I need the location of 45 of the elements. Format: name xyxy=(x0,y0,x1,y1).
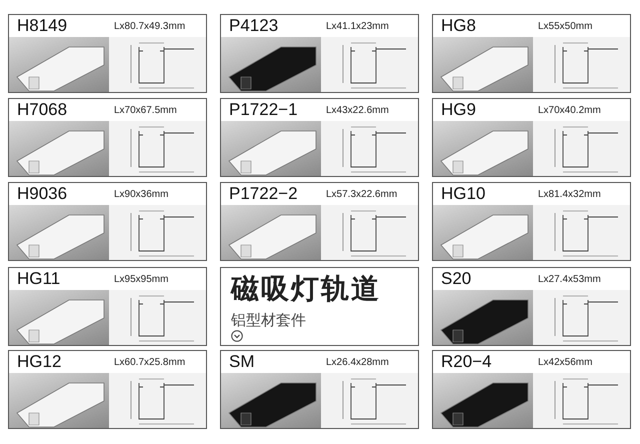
dimension-text: Lx70x67.5mm xyxy=(114,105,177,117)
product-card xyxy=(220,182,419,261)
product-card xyxy=(432,182,631,261)
model-code: HG8 xyxy=(441,16,476,36)
model-code: P4123 xyxy=(229,16,278,36)
product-card xyxy=(220,98,419,177)
title-text: 磁吸灯轨道 xyxy=(231,271,381,307)
product-card xyxy=(8,14,207,93)
model-code: H8149 xyxy=(17,16,68,36)
product-card xyxy=(432,98,631,177)
dimension-text: Lx55x50mm xyxy=(538,21,592,33)
model-code: P1722−1 xyxy=(229,100,298,120)
model-code: HG12 xyxy=(17,352,62,372)
product-card xyxy=(432,267,631,346)
model-code: P1722−2 xyxy=(229,184,298,204)
model-code: R20−4 xyxy=(441,352,492,372)
product-card xyxy=(8,98,207,177)
product-card xyxy=(432,14,631,93)
model-code: S20 xyxy=(441,269,472,289)
product-card xyxy=(8,350,207,429)
product-card xyxy=(8,182,207,261)
dimension-text: Lx43x22.6mm xyxy=(326,105,389,117)
dimension-text: Lx81.4x32mm xyxy=(538,189,601,201)
subtitle-text: 铝型材套件 xyxy=(231,311,306,330)
model-code: H9036 xyxy=(17,184,68,204)
dimension-text: Lx80.7x49.3mm xyxy=(114,21,186,33)
dimension-text: Lx42x56mm xyxy=(538,357,592,369)
title-card xyxy=(220,267,419,346)
dimension-text: Lx60.7x25.8mm xyxy=(114,357,186,369)
model-code: SM xyxy=(229,352,254,372)
dimension-text: Lx27.4x53mm xyxy=(538,274,601,286)
dimension-text: Lx95x95mm xyxy=(114,274,168,286)
model-code: HG11 xyxy=(17,269,60,289)
product-card xyxy=(432,350,631,429)
model-code: HG9 xyxy=(441,100,476,120)
dimension-text: Lx70x40.2mm xyxy=(538,105,601,117)
model-code: H7068 xyxy=(17,100,68,120)
product-card xyxy=(8,267,207,346)
product-card xyxy=(220,14,419,93)
dimension-text: Lx90x36mm xyxy=(114,189,168,201)
dimension-text: Lx26.4x28mm xyxy=(326,357,389,369)
product-card xyxy=(220,350,419,429)
dimension-text: Lx57.3x22.6mm xyxy=(326,189,398,201)
dimension-text: Lx41.1x23mm xyxy=(326,21,389,33)
model-code: HG10 xyxy=(441,184,486,204)
